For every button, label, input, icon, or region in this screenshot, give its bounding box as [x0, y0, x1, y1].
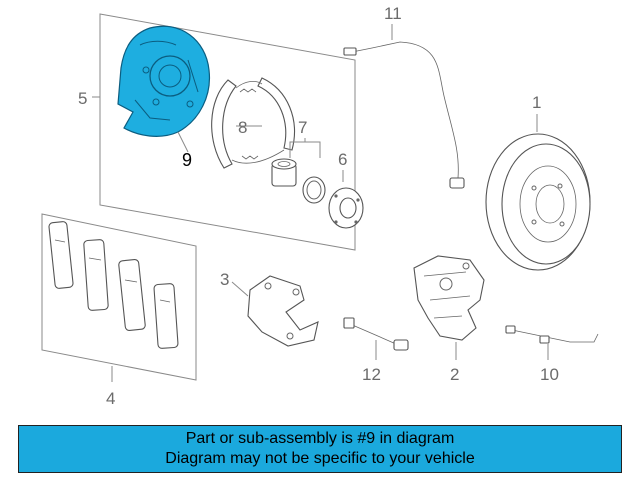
- brake-shoes-part[interactable]: [211, 77, 295, 169]
- callout-2[interactable]: 2: [450, 365, 459, 384]
- backing-plate-part[interactable]: [117, 25, 211, 137]
- banner-line-2: Diagram may not be specific to your vehi…: [165, 450, 475, 467]
- callout-5[interactable]: 5: [78, 89, 87, 108]
- callout-3[interactable]: 3: [220, 270, 229, 289]
- callout-1[interactable]: 1: [532, 93, 541, 112]
- callout-8[interactable]: 8: [238, 118, 247, 137]
- info-banner: Part or sub-assembly is #9 in diagram Di…: [18, 425, 622, 473]
- callout-11[interactable]: 11: [384, 4, 402, 23]
- brake-caliper-part[interactable]: [413, 255, 485, 341]
- banner-line-1: Part or sub-assembly is #9 in diagram: [185, 430, 455, 447]
- callout-10[interactable]: 10: [540, 365, 559, 384]
- wear-sensor-wire-part[interactable]: [343, 41, 465, 189]
- hub-part[interactable]: [328, 187, 364, 229]
- callout-9[interactable]: 9: [182, 150, 192, 170]
- callout-7[interactable]: 7: [298, 118, 307, 137]
- assembly-group-box: [99, 13, 356, 251]
- pad-sensor-part[interactable]: [343, 317, 409, 351]
- callout-12[interactable]: 12: [362, 365, 381, 384]
- brake-pads-part[interactable]: [48, 221, 179, 349]
- brake-pads-group-box: [41, 213, 197, 381]
- abs-sensor-part[interactable]: [505, 325, 599, 344]
- parts-diagram: 5 9 8 7 6: [41, 4, 599, 408]
- callout-4[interactable]: 4: [106, 389, 115, 408]
- bearing-part[interactable]: [271, 158, 297, 187]
- caliper-bracket-part[interactable]: [247, 275, 319, 347]
- snap-ring-part[interactable]: [302, 176, 326, 204]
- brake-rotor-part[interactable]: [485, 133, 591, 271]
- callout-6[interactable]: 6: [338, 150, 347, 169]
